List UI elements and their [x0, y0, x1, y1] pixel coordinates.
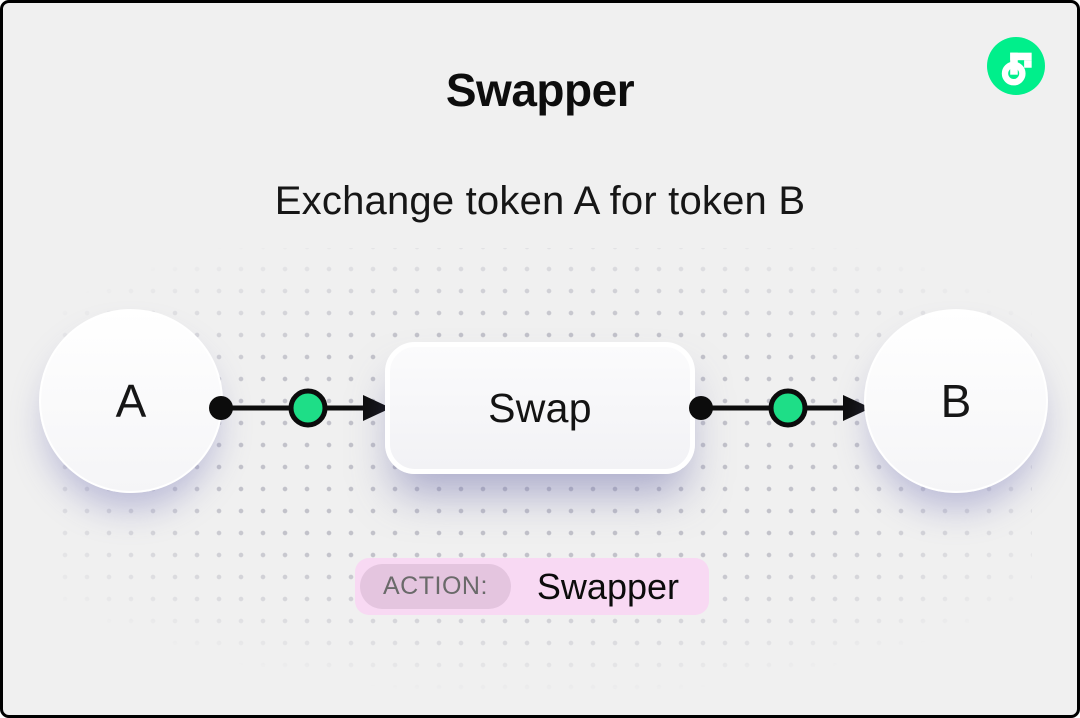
- arrowhead-icon: [843, 395, 871, 421]
- token-b-label: B: [940, 375, 972, 427]
- connector-start-dot: [209, 396, 233, 420]
- page-subtitle: Exchange token A for token B: [274, 179, 806, 223]
- action-badge-value: Swapper: [536, 565, 679, 607]
- swap-node-label: Swap: [488, 384, 592, 431]
- arrow-connector-left: [209, 388, 391, 428]
- page-title: Swapper: [445, 64, 635, 116]
- connector-green-node: [768, 388, 808, 428]
- token-a-label: A: [115, 375, 147, 427]
- swap-node: Swap: [385, 342, 695, 474]
- token-a-node: A: [39, 309, 223, 493]
- arrow-connector-right: [689, 388, 871, 428]
- action-badge-label: ACTION:: [360, 563, 511, 610]
- token-b-node: B: [864, 309, 1048, 493]
- flow-logo-icon: [987, 37, 1045, 95]
- connector-start-dot: [689, 396, 713, 420]
- connector-green-node: [288, 388, 328, 428]
- action-badge: ACTION: Swapper: [355, 558, 709, 615]
- arrowhead-icon: [363, 395, 391, 421]
